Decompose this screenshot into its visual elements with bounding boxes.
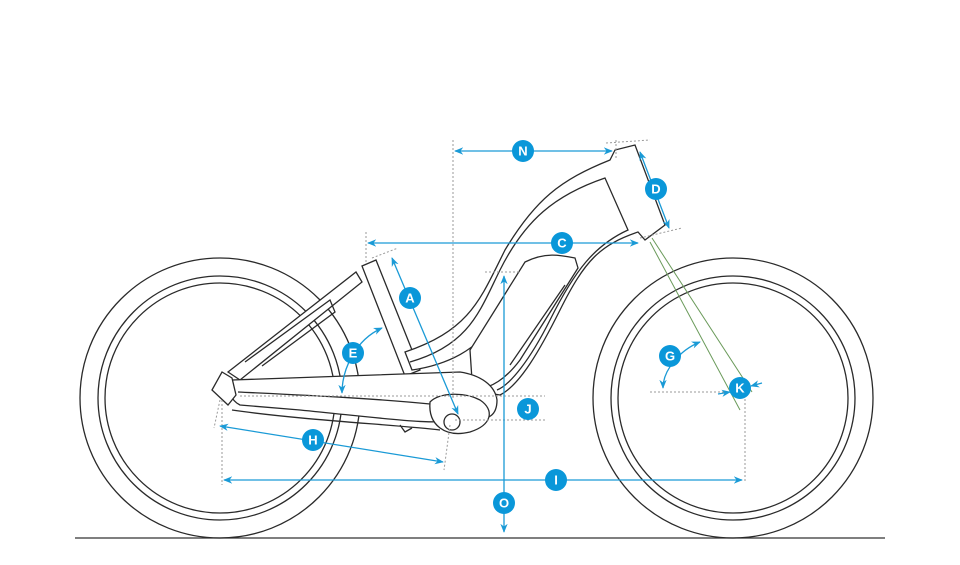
label-badge-e: E bbox=[342, 342, 364, 364]
svg-text:K: K bbox=[735, 381, 745, 396]
dimension-arrows bbox=[219, 147, 763, 533]
svg-text:O: O bbox=[499, 496, 509, 511]
label-badge-h: H bbox=[302, 429, 324, 451]
label-badge-i: I bbox=[545, 469, 567, 491]
svg-text:G: G bbox=[665, 349, 675, 364]
label-badge-g: G bbox=[659, 345, 681, 367]
label-badge-o: O bbox=[493, 492, 515, 514]
bike-frame bbox=[211, 144, 666, 434]
svg-text:J: J bbox=[524, 402, 531, 417]
label-badge-a: A bbox=[399, 287, 421, 309]
svg-text:N: N bbox=[518, 144, 527, 159]
label-badge-n: N bbox=[512, 140, 534, 162]
label-badge-d: D bbox=[645, 178, 667, 200]
head-angle-lines bbox=[649, 237, 753, 411]
svg-text:H: H bbox=[308, 433, 317, 448]
svg-text:D: D bbox=[651, 182, 660, 197]
svg-text:A: A bbox=[405, 291, 415, 306]
svg-text:C: C bbox=[557, 236, 567, 251]
label-badge-c: C bbox=[551, 232, 573, 254]
svg-text:I: I bbox=[554, 473, 558, 488]
label-badge-j: J bbox=[517, 398, 539, 420]
label-badge-k: K bbox=[729, 377, 751, 399]
front-wheel bbox=[592, 257, 874, 539]
svg-text:E: E bbox=[349, 346, 358, 361]
